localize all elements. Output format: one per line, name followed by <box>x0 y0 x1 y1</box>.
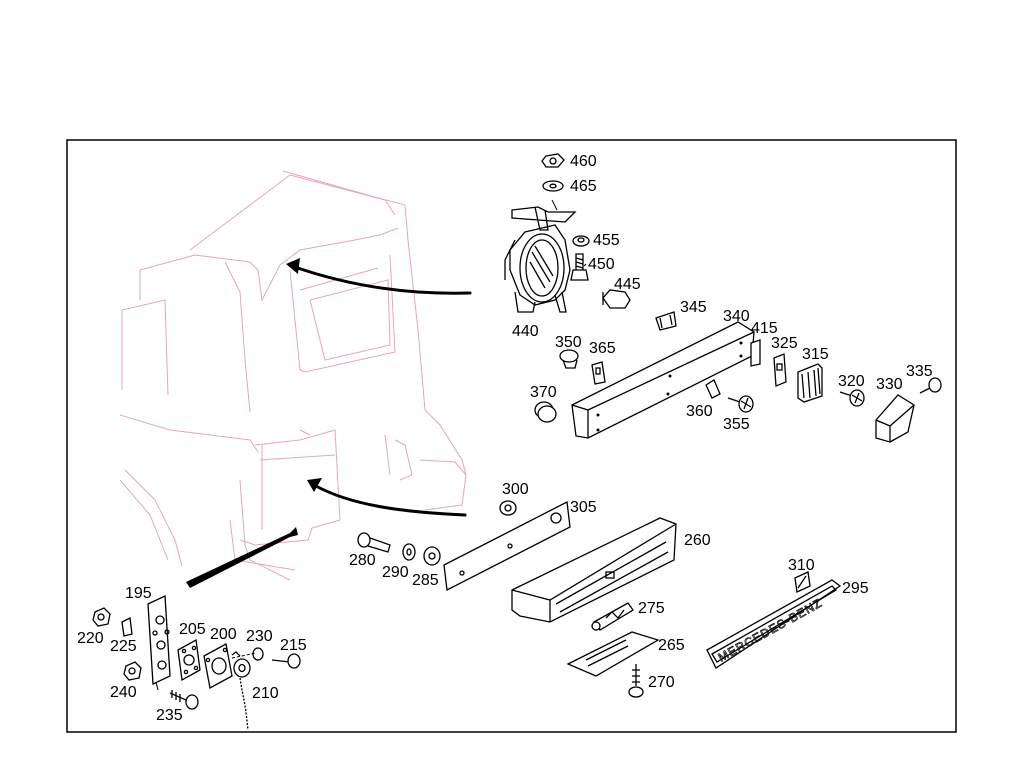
part-260-plate-lamp-housing <box>511 517 677 623</box>
part-220-nut <box>92 607 111 627</box>
label-260: 260 <box>684 532 711 549</box>
label-225: 225 <box>110 638 137 655</box>
label-295: 295 <box>842 580 869 597</box>
part-315-reflector <box>797 363 823 403</box>
label-300: 300 <box>502 481 529 498</box>
part-355-screw <box>727 395 754 413</box>
part-225-clip <box>121 617 133 637</box>
part-310-clip <box>794 571 811 593</box>
label-450: 450 <box>588 256 615 273</box>
part-320-screw <box>839 389 865 407</box>
label-325: 325 <box>771 335 798 352</box>
label-305: 305 <box>570 499 597 516</box>
label-275: 275 <box>638 600 665 617</box>
part-labels: 460 465 455 450 445 440 345 340 415 325 … <box>77 153 933 724</box>
part-350-plug <box>559 349 579 369</box>
label-340: 340 <box>723 308 750 325</box>
part-460-nut <box>541 153 565 168</box>
label-370: 370 <box>530 384 557 401</box>
label-335: 335 <box>906 363 933 380</box>
part-205-gasket <box>177 638 201 682</box>
part-275-bulb <box>591 602 634 631</box>
part-285-washer <box>423 546 441 566</box>
label-310: 310 <box>788 557 815 574</box>
part-195-bracket <box>147 595 171 685</box>
assembly-arrows <box>186 258 472 588</box>
label-235: 235 <box>156 707 183 724</box>
part-335-screw <box>919 377 942 394</box>
label-240: 240 <box>110 684 137 701</box>
label-350: 350 <box>555 334 582 351</box>
label-415: 415 <box>751 320 778 337</box>
arrow-head-light <box>286 258 300 274</box>
part-340-bumper-cover <box>571 321 755 439</box>
label-355: 355 <box>723 416 750 433</box>
part-305-mounting-plate <box>443 500 571 592</box>
part-465-washer <box>542 180 564 192</box>
label-270: 270 <box>648 674 675 691</box>
part-445-bulb <box>602 289 631 309</box>
part-455-washer <box>572 235 590 247</box>
part-230-washer <box>252 647 264 661</box>
label-280: 280 <box>349 552 376 569</box>
label-230: 230 <box>246 628 273 645</box>
arrow-to-light <box>290 264 472 295</box>
part-360-clip <box>705 379 721 399</box>
label-205: 205 <box>179 621 206 638</box>
label-320: 320 <box>838 373 865 390</box>
label-210: 210 <box>252 685 279 702</box>
part-325-bracket <box>773 353 787 387</box>
label-195: 195 <box>125 585 152 602</box>
part-290-washer <box>402 543 416 561</box>
label-200: 200 <box>210 626 237 643</box>
part-235-screw <box>169 690 199 710</box>
leader-lines <box>155 199 587 691</box>
label-220: 220 <box>77 630 104 647</box>
label-285: 285 <box>412 572 439 589</box>
part-415-seal <box>750 339 761 367</box>
label-215: 215 <box>280 637 307 654</box>
vehicle-outline <box>119 170 467 581</box>
label-360: 360 <box>686 403 713 420</box>
label-365: 365 <box>589 340 616 357</box>
label-330: 330 <box>876 376 903 393</box>
part-345-clip <box>655 311 677 331</box>
part-210-cap-chain <box>231 651 251 731</box>
part-450-bolt <box>570 253 589 281</box>
label-465: 465 <box>570 178 597 195</box>
label-460: 460 <box>570 153 597 170</box>
part-240-nut <box>123 661 142 681</box>
arrow-head-plate <box>307 478 322 492</box>
label-440: 440 <box>512 323 539 340</box>
label-315: 315 <box>802 346 829 363</box>
arrow-to-plate-lamp <box>312 483 467 517</box>
arrow-to-bracket <box>186 527 298 588</box>
label-445: 445 <box>614 276 641 293</box>
part-440-reversing-light <box>504 206 577 313</box>
part-365-clip <box>591 361 606 385</box>
part-200-socket <box>203 643 233 689</box>
label-290: 290 <box>382 564 409 581</box>
label-265: 265 <box>658 637 685 654</box>
part-300-grommet <box>499 500 517 516</box>
part-265-lens <box>566 631 660 677</box>
label-455: 455 <box>593 232 620 249</box>
label-345: 345 <box>680 299 707 316</box>
part-270-screw <box>628 664 644 698</box>
diagram-frame <box>66 139 957 733</box>
part-280-screw <box>357 532 391 553</box>
part-330-end-cap <box>875 394 915 443</box>
part-370-grommet <box>534 401 557 423</box>
part-215-screw <box>271 653 301 669</box>
